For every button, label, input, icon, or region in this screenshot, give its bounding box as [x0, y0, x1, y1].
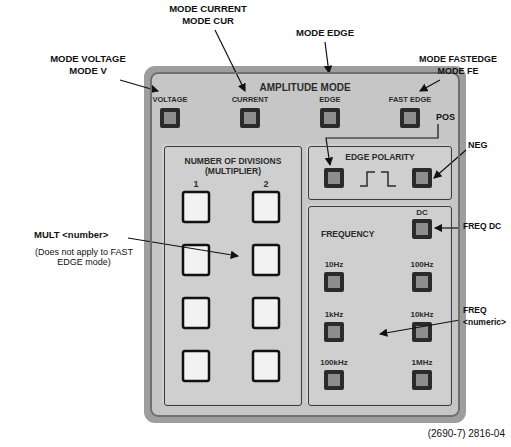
- multiplier-keys: [183, 192, 279, 381]
- group-heading: NUMBER OF DIVISIONS (MULTIPLIER): [171, 156, 295, 176]
- push-button: [412, 219, 432, 239]
- push-button: [412, 370, 432, 390]
- button-label: 100Hz: [397, 260, 447, 269]
- mode-buttons: [160, 108, 420, 128]
- group-heading: FREQUENCY: [321, 229, 395, 239]
- multiplier-group: NUMBER OF DIVISIONS (MULTIPLIER): [164, 146, 302, 406]
- push-button: [412, 168, 432, 188]
- button-face: [244, 112, 256, 124]
- leader-line: [325, 42, 329, 73]
- callout-label: MODE VOLTAGE: [36, 54, 140, 65]
- button-label: 10Hz: [309, 260, 359, 269]
- button-face: [416, 172, 428, 184]
- callout-label: NEG: [468, 140, 504, 150]
- key: [253, 192, 279, 222]
- subpanel-face: [306, 204, 450, 404]
- button-face: [324, 112, 336, 124]
- polarity-buttons: [324, 168, 432, 188]
- panel-bezel: [144, 66, 466, 423]
- figure-number: (2690-7) 2816-04: [365, 428, 505, 440]
- button-face: [164, 112, 176, 124]
- button-label: 1kHz: [309, 310, 359, 319]
- button-face: [404, 112, 416, 124]
- button-face: [416, 223, 428, 235]
- button-face: [416, 276, 428, 288]
- rising-edge-symbol: [360, 172, 375, 186]
- key: [253, 351, 279, 381]
- leader-line: [434, 150, 466, 178]
- callout-label: POS: [436, 112, 460, 122]
- callout-label: MULT <number>: [34, 230, 134, 241]
- callout-label: MODE FE: [413, 66, 503, 76]
- callout-label: FREQ DC: [463, 222, 509, 232]
- callout-label: MODE FASTEDGE: [413, 54, 503, 64]
- button-label: FAST EDGE: [382, 96, 438, 105]
- leader-line: [420, 80, 440, 91]
- button-face: [328, 276, 340, 288]
- button-label: 10kHz: [397, 310, 447, 319]
- callout-label: MODE V: [36, 66, 140, 77]
- push-button: [324, 168, 344, 188]
- button-face: [328, 374, 340, 386]
- button-face: [328, 326, 340, 338]
- push-button: [324, 272, 344, 292]
- key: [253, 245, 279, 275]
- key: [183, 351, 209, 381]
- button-label: EDGE: [305, 96, 355, 105]
- button-face: [416, 374, 428, 386]
- push-button: [412, 272, 432, 292]
- leader-line: [215, 30, 245, 91]
- callout-label: <numeric>: [463, 318, 509, 328]
- callout-label: FREQ: [463, 306, 509, 316]
- callout-note: (Does not apply to FAST EDGE mode): [32, 247, 136, 268]
- callout-label: MODE EDGE: [283, 28, 367, 39]
- subpanel-face: [162, 144, 300, 404]
- polarity-group: EDGE POLARITY: [308, 146, 452, 200]
- key-label: 2: [256, 179, 276, 189]
- push-button: [324, 322, 344, 342]
- button-label: VOLTAGE: [145, 96, 195, 105]
- button-label: DC: [407, 208, 437, 217]
- frequency-group: FREQUENCY: [308, 206, 452, 406]
- push-button: [160, 108, 180, 128]
- push-button: [324, 370, 344, 390]
- group-heading: AMPLITUDE MODE: [156, 82, 454, 94]
- button-label: 1MHz: [397, 358, 447, 367]
- key: [253, 298, 279, 328]
- callout-label: MODE CUR: [156, 16, 260, 27]
- key-label: 1: [186, 179, 206, 189]
- group-heading: EDGE POLARITY: [315, 152, 445, 162]
- button-face: [328, 172, 340, 184]
- button-label: 100kHz: [309, 358, 359, 367]
- key: [183, 298, 209, 328]
- key: [183, 192, 209, 222]
- leader-line: [380, 320, 460, 334]
- push-button: [320, 108, 340, 128]
- leader-lines: [120, 30, 466, 334]
- panel-face: [150, 72, 460, 417]
- leader-line: [128, 238, 238, 256]
- callout-label: MODE CURRENT: [156, 4, 260, 15]
- push-button: [400, 108, 420, 128]
- leader-line: [435, 227, 460, 228]
- push-button: [240, 108, 260, 128]
- falling-edge-symbol: [381, 172, 396, 186]
- button-label: CURRENT: [225, 96, 275, 105]
- leader-line: [120, 80, 158, 91]
